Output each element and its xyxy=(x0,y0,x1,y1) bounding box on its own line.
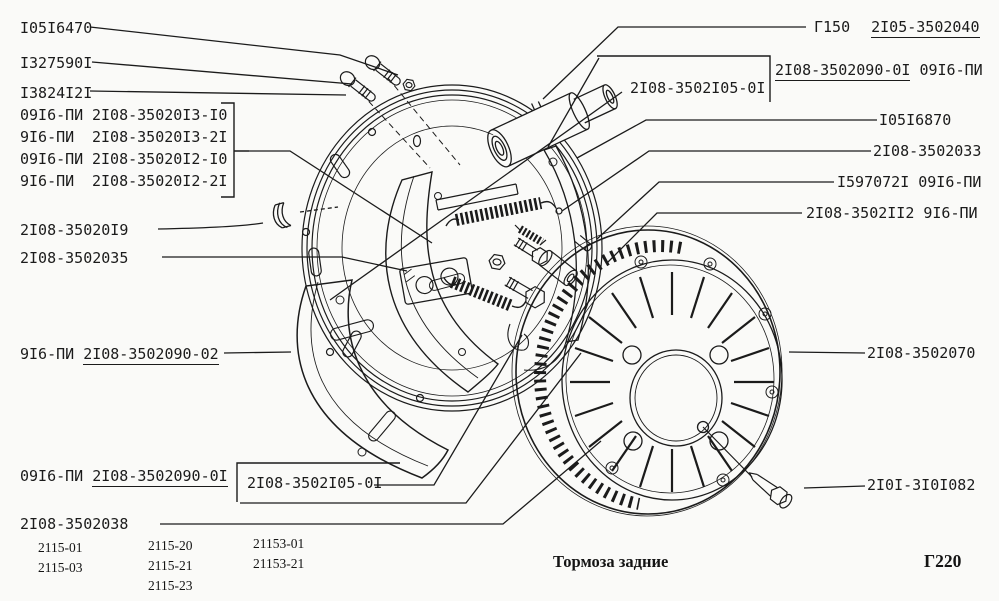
figure-caption: Тормоза задние xyxy=(553,552,669,571)
callout-3101082: 2I0I-3I0I082 xyxy=(867,476,976,494)
lower-return-spring xyxy=(443,276,527,312)
group-bracket xyxy=(221,102,249,198)
stud xyxy=(574,234,593,252)
callout-10516470: I05I6470 xyxy=(20,19,93,37)
screw-pointer-line xyxy=(702,426,753,478)
model-cell: 2115-21 xyxy=(148,558,193,573)
mounting-nut xyxy=(402,78,416,92)
callout-1382412: I3824I2I xyxy=(20,84,93,102)
callout-3502105-01-bottom: 2I08-3502I05-0I xyxy=(247,474,383,492)
callout-3502035: 2I08-3502035 xyxy=(20,249,129,267)
hex-head-bolt xyxy=(504,276,545,309)
callout-3502033: 2I08-3502033 xyxy=(873,142,982,160)
drum-screw xyxy=(748,472,793,509)
front-brake-shoe xyxy=(296,279,450,479)
model-cell: 21153-21 xyxy=(253,556,305,571)
model-cell: 2115-01 xyxy=(38,540,83,555)
upper-strut xyxy=(435,183,519,211)
small-spring xyxy=(514,224,547,246)
hold-down-clip xyxy=(272,202,292,229)
model-cell: 2115-20 xyxy=(148,538,193,553)
socket-bolt xyxy=(538,249,578,287)
model-cell: 2115-03 xyxy=(38,560,83,575)
wheel-cylinder xyxy=(487,78,619,168)
callout-3502105-01-top: 2I08-3502I05-0I xyxy=(630,79,766,97)
callout-1327590: I327590I xyxy=(20,54,93,72)
callout-1051687: I05I6870 xyxy=(879,111,952,129)
leader-lines xyxy=(89,26,877,525)
drum-fins xyxy=(570,272,774,492)
box-bracket-bottom xyxy=(236,462,400,502)
shoe-hook xyxy=(507,323,530,351)
drum-face-holes xyxy=(605,255,779,487)
callout-3502070: 2I08-3502070 xyxy=(867,344,976,362)
rear-brake-shoe xyxy=(385,171,499,393)
parking-lever xyxy=(523,145,589,371)
brake-drum xyxy=(507,225,783,517)
bolt-axis-lines xyxy=(361,77,461,169)
nut xyxy=(488,253,506,271)
figure-code: Г220 xyxy=(924,551,962,571)
box-bracket-top xyxy=(597,55,771,102)
callout-3502038: 2I08-3502038 xyxy=(20,515,129,533)
fastener-cluster xyxy=(488,234,593,309)
model-cell: 21153-01 xyxy=(253,536,305,551)
drum-hub xyxy=(622,345,729,451)
callout-3502019: 2I08-35020I9 xyxy=(20,221,129,239)
model-cell: 2115-23 xyxy=(148,578,193,593)
